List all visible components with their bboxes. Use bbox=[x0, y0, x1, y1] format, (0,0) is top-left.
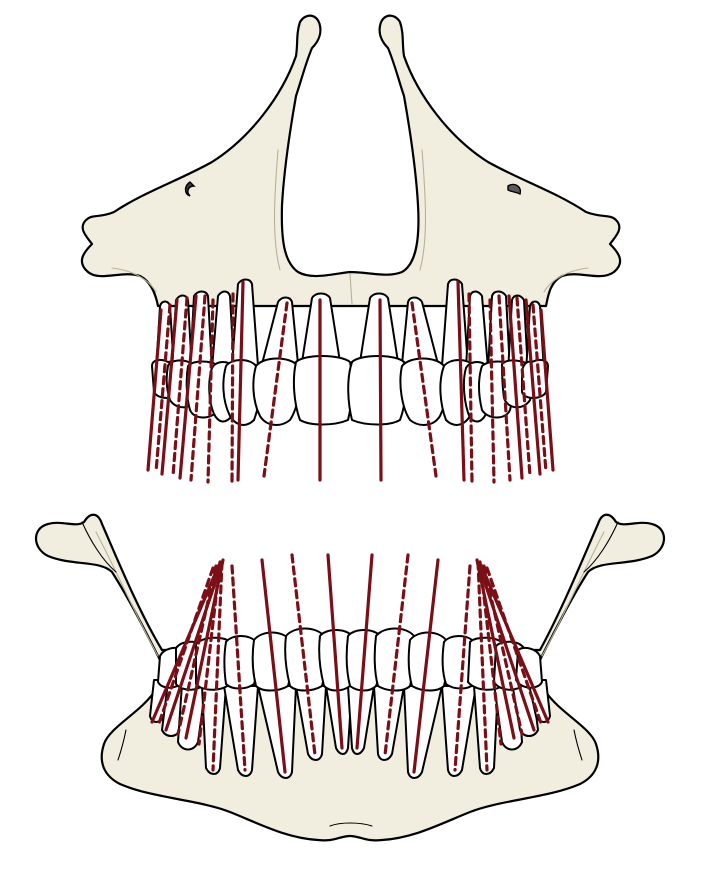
root bbox=[441, 278, 469, 367]
axis-upper-left-third-molar-solid bbox=[539, 308, 555, 472]
crown-upper-left-central-incisor bbox=[347, 355, 408, 426]
axis-upper-left-second-premolar-dashed bbox=[488, 298, 496, 484]
axis-upper-right-third-molar-solid bbox=[146, 308, 163, 472]
mandible bbox=[34, 513, 666, 842]
axis-upper-left-third-molar-dashed bbox=[531, 303, 548, 474]
axis-lower-left-first-premolar-dashed bbox=[453, 564, 472, 772]
axis-lower-right-central-incisor-solid bbox=[326, 553, 344, 750]
root bbox=[211, 290, 235, 369]
axis-lower-left-canine-solid bbox=[412, 558, 440, 774]
axis-upper-left-second-molar-solid bbox=[524, 298, 542, 476]
mandible-tooth-axes bbox=[150, 553, 550, 774]
root bbox=[403, 685, 443, 779]
crown-lower-left-lateral-incisor bbox=[373, 627, 416, 692]
axis-upper-left-first-molar-solid bbox=[507, 294, 524, 480]
root bbox=[261, 296, 299, 365]
root bbox=[257, 685, 297, 779]
maxilla-tooth-axes bbox=[146, 280, 555, 484]
axis-lower-left-central-incisor-solid bbox=[355, 553, 374, 750]
axis-lower-right-third-molar-solid bbox=[150, 563, 221, 724]
axis-lower-right-second-molar-solid bbox=[164, 560, 224, 732]
root bbox=[487, 290, 511, 371]
ramus-contour-left bbox=[541, 531, 605, 657]
axis-upper-right-first-molar-solid bbox=[178, 294, 198, 480]
infraorbital-foramen-right bbox=[184, 181, 196, 197]
mental-contour-right bbox=[117, 729, 127, 761]
axis-upper-right-second-premolar-dashed bbox=[206, 298, 215, 484]
axis-lower-left-lateral-incisor-dashed bbox=[383, 553, 410, 757]
maxilla-bone bbox=[80, 14, 622, 308]
axis-lower-left-first-molar-solid bbox=[475, 558, 516, 740]
root bbox=[347, 685, 375, 755]
crown-upper-right-lateral-incisor bbox=[292, 355, 354, 426]
root bbox=[441, 685, 477, 777]
maxilla-midline bbox=[349, 273, 353, 305]
axis-lower-right-third-molar-dashed bbox=[156, 566, 215, 728]
ramus-contour-right bbox=[95, 531, 159, 657]
crown-lower-right-canine bbox=[284, 627, 327, 692]
condyle-contour-left bbox=[583, 521, 619, 573]
maxilla bbox=[80, 14, 622, 426]
axis-lower-right-lateral-incisor-dashed bbox=[290, 553, 317, 757]
axis-upper-right-first-premolar-dashed bbox=[230, 292, 235, 484]
axis-upper-left-central-incisor-solid bbox=[378, 298, 383, 482]
axis-lower-left-third-molar-solid bbox=[479, 563, 550, 724]
axis-upper-left-first-molar-dashed bbox=[497, 294, 512, 482]
axis-upper-right-second-molar-solid bbox=[160, 298, 179, 476]
crown-lower-left-second-molar bbox=[515, 647, 543, 689]
axis-upper-left-first-premolar-dashed bbox=[467, 292, 474, 484]
maxilla-contour-right bbox=[543, 267, 589, 293]
root bbox=[401, 296, 439, 365]
axis-upper-right-lateral-incisor-dashed bbox=[262, 301, 289, 478]
axis-upper-left-second-molar-dashed bbox=[515, 296, 532, 478]
axis-lower-right-second-premolar-dashed bbox=[211, 560, 224, 772]
axis-lower-right-canine-solid bbox=[260, 558, 287, 774]
root bbox=[231, 278, 259, 367]
axis-upper-right-third-molar-dashed bbox=[154, 303, 172, 474]
maxilla-contour-left bbox=[111, 267, 157, 293]
palate-contour-right bbox=[419, 149, 427, 271]
axis-upper-left-canine-solid bbox=[456, 280, 466, 482]
axis-upper-left-lateral-incisor-dashed bbox=[410, 301, 438, 478]
root bbox=[223, 685, 259, 777]
condyle-contour-right bbox=[81, 521, 117, 573]
axis-upper-right-first-molar-dashed bbox=[189, 294, 207, 482]
crown-lower-right-second-premolar bbox=[223, 635, 259, 690]
axis-lower-right-second-molar-dashed bbox=[176, 564, 218, 736]
axis-lower-right-first-premolar-dashed bbox=[230, 564, 247, 772]
axis-lower-left-second-molar-solid bbox=[476, 560, 536, 732]
palate-contour-left bbox=[273, 149, 281, 271]
axis-lower-left-second-premolar-dashed bbox=[476, 560, 489, 772]
axis-upper-right-canine-solid bbox=[236, 280, 245, 482]
mental-contour-left bbox=[573, 729, 583, 761]
axis-upper-right-second-molar-dashed bbox=[171, 296, 189, 478]
infraorbital-foramen-left bbox=[507, 183, 522, 196]
symphysis-contour bbox=[329, 822, 373, 827]
axis-lower-right-first-molar-dashed bbox=[197, 560, 222, 746]
